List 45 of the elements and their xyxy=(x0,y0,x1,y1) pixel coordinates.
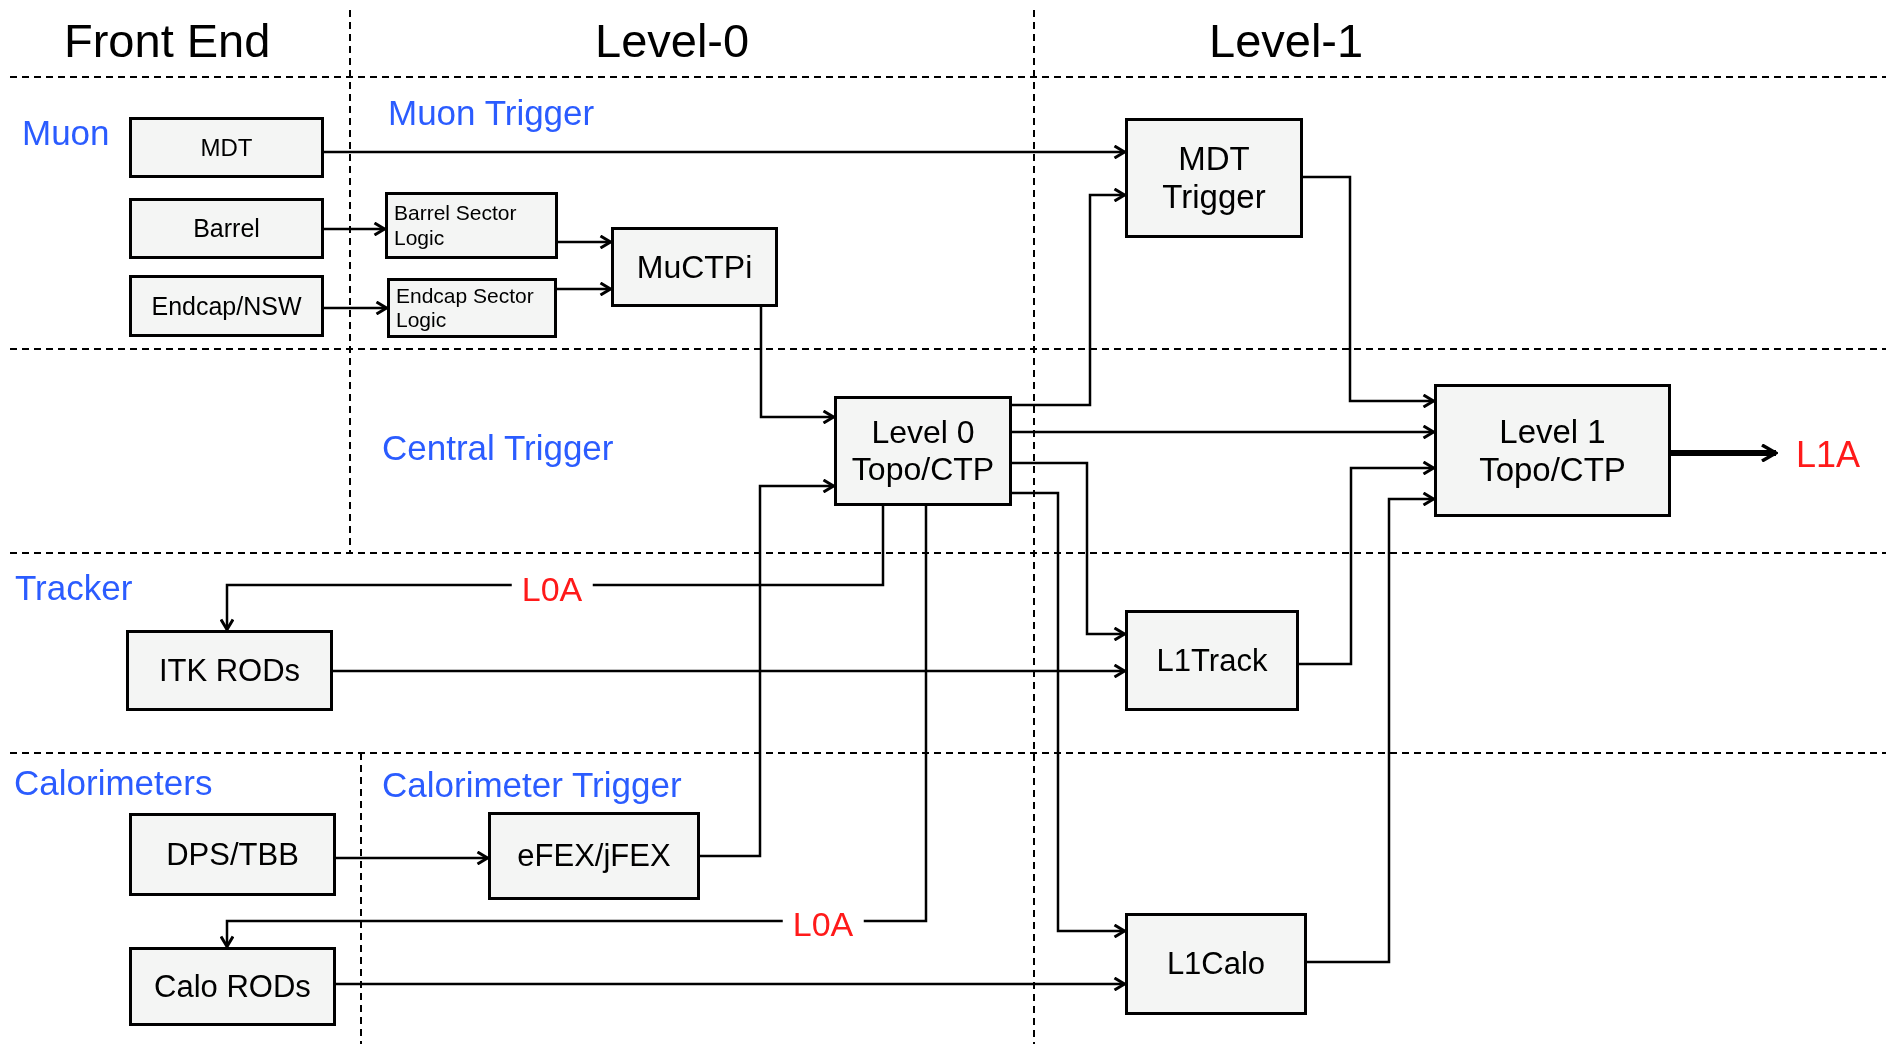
section-label: Tracker xyxy=(15,569,133,605)
process-box: ITK RODs xyxy=(126,630,333,711)
column-heading: Front End xyxy=(64,16,271,64)
arrow xyxy=(1012,424,1435,440)
process-box: Level 1 Topo/CTP xyxy=(1434,384,1671,517)
process-box: Calo RODs xyxy=(129,947,336,1026)
column-heading: Level-1 xyxy=(1209,16,1364,64)
process-box: L1Track xyxy=(1125,610,1299,711)
section-label: Calorimeters xyxy=(14,764,213,800)
process-box: MDT Trigger xyxy=(1125,118,1303,238)
arrow xyxy=(324,144,1126,160)
process-box: L1Calo xyxy=(1125,913,1307,1015)
arrow xyxy=(219,506,885,631)
section-label: Calorimeter Trigger xyxy=(382,766,682,802)
arrow xyxy=(336,976,1126,992)
section-label: Muon xyxy=(22,114,110,150)
arrow xyxy=(336,850,489,866)
arrow xyxy=(557,281,612,297)
arrow xyxy=(759,307,835,425)
arrow xyxy=(324,300,388,316)
arrow xyxy=(1303,175,1435,409)
arrow xyxy=(219,506,928,948)
arrow xyxy=(1671,443,1778,463)
section-label: Central Trigger xyxy=(382,429,614,465)
process-box: Endcap/NSW xyxy=(129,275,324,337)
arrow xyxy=(324,221,386,237)
arrow xyxy=(1012,187,1126,407)
process-box: Barrel xyxy=(129,198,324,259)
arrow xyxy=(1307,491,1435,964)
process-box: Endcap Sector Logic xyxy=(387,278,557,338)
process-box: MuCTPi xyxy=(611,227,778,307)
arrow xyxy=(1012,461,1126,642)
arrow xyxy=(558,234,612,250)
process-box: MDT xyxy=(129,117,324,178)
arrow xyxy=(333,663,1126,679)
process-box: DPS/TBB xyxy=(129,813,336,896)
arrow xyxy=(1299,460,1435,666)
column-heading: Level-0 xyxy=(595,16,750,64)
arrow xyxy=(700,478,835,858)
section-label: Muon Trigger xyxy=(388,94,595,130)
process-box: Level 0 Topo/CTP xyxy=(834,396,1012,506)
arrow xyxy=(1012,491,1126,939)
process-box: Barrel Sector Logic xyxy=(385,192,558,259)
process-box: eFEX/jFEX xyxy=(488,812,700,900)
signal-text: L1A xyxy=(1776,432,1880,478)
